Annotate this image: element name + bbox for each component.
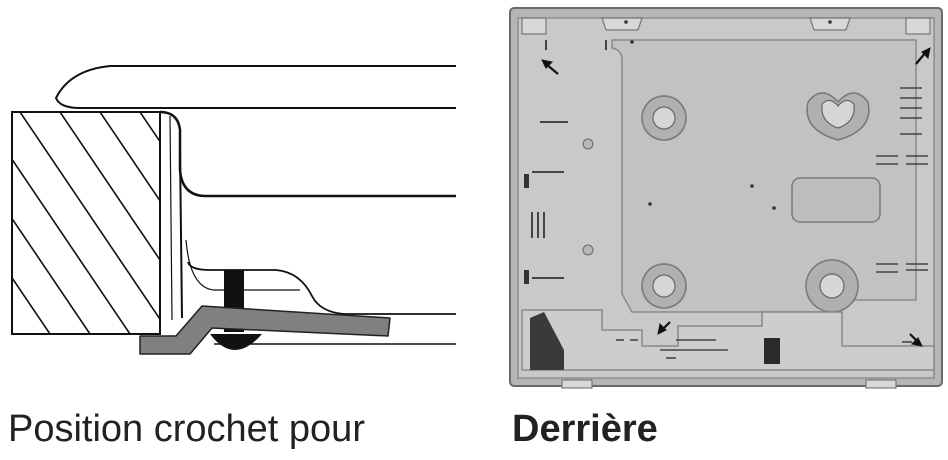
bottom-stepped-section xyxy=(521,309,935,371)
arrow-bottom-right xyxy=(909,333,923,347)
appliance-shell xyxy=(159,110,456,198)
heart-boss-right-top xyxy=(806,92,870,141)
arrow-top-right xyxy=(915,47,931,65)
dark-vent-block xyxy=(530,312,564,370)
hook-cross-section-diagram xyxy=(0,0,470,400)
top-mounting-tabs xyxy=(521,17,931,35)
countertop-lip xyxy=(54,65,456,109)
rear-rect-pad xyxy=(791,177,881,223)
rear-view-diagram xyxy=(502,0,948,400)
round-boss-left-bottom xyxy=(641,263,687,309)
appliance-lower-panel xyxy=(187,261,456,315)
cabinet-wall-hatched xyxy=(11,111,161,335)
mounting-bracket xyxy=(139,305,391,355)
dark-connector-block xyxy=(764,338,780,364)
arrow-bottom-left xyxy=(657,321,671,335)
caption-hook-position: Position crochet pour xyxy=(8,408,365,450)
round-boss-right-bottom xyxy=(805,259,859,313)
arrow-top-left xyxy=(541,59,559,75)
caption-rear: Derrière xyxy=(512,408,658,450)
round-boss-left-top xyxy=(641,95,687,141)
